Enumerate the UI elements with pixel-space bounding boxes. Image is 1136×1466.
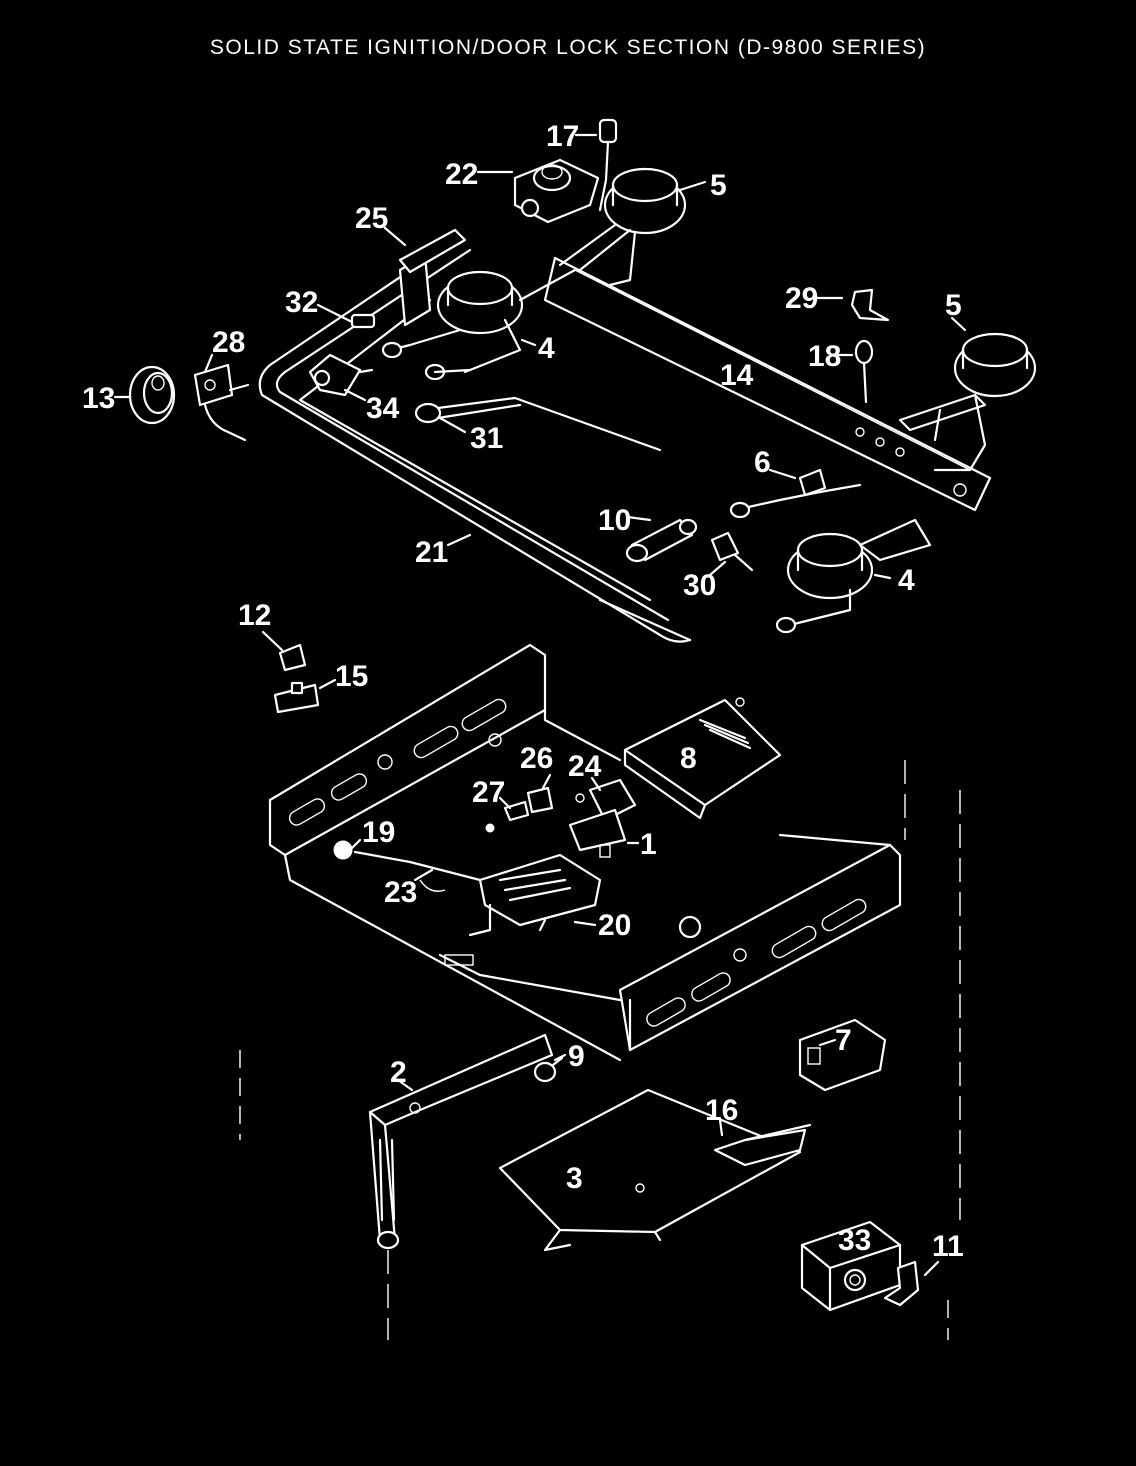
rod-end-9 xyxy=(533,1056,564,1083)
lock-switch-1 xyxy=(568,808,627,858)
callout-1: 1 xyxy=(640,828,657,861)
lock-cable xyxy=(353,850,482,892)
callout-23: 23 xyxy=(384,876,417,909)
spark-module-7 xyxy=(798,1018,887,1092)
surface-burner-middle xyxy=(381,268,577,381)
callout-13: 13 xyxy=(82,382,115,415)
callout-30: 30 xyxy=(683,569,716,602)
callout-labels: 17 22 5 25 32 28 13 4 34 31 14 29 5 18 6… xyxy=(82,120,964,1263)
callout-19: 19 xyxy=(362,816,395,849)
callout-4-lower: 4 xyxy=(898,564,915,597)
elbow-fitting-11 xyxy=(883,1260,920,1307)
plug-19 xyxy=(333,840,353,860)
valve-bracket xyxy=(398,228,467,327)
callout-21: 21 xyxy=(415,536,448,569)
callout-28: 28 xyxy=(212,326,245,359)
callout-27: 27 xyxy=(472,776,505,809)
electrode-clip xyxy=(850,288,890,322)
control-knob xyxy=(128,365,176,425)
callout-26: 26 xyxy=(520,742,553,775)
callout-22: 22 xyxy=(445,158,478,191)
chassis-frame xyxy=(268,643,902,1062)
ignition-switch xyxy=(193,363,250,442)
callout-25: 25 xyxy=(355,202,388,235)
callout-16: 16 xyxy=(705,1094,738,1127)
orifice-holder xyxy=(729,468,862,519)
callout-2: 2 xyxy=(390,1056,407,1089)
spark-electrode-right xyxy=(854,339,874,404)
spark-generator-33 xyxy=(800,1220,902,1312)
lock-switch-24 xyxy=(575,778,637,822)
diagram-title: SOLID STATE IGNITION/DOOR LOCK SECTION (… xyxy=(209,36,927,59)
ignition-module-cover xyxy=(623,697,782,820)
callout-8: 8 xyxy=(680,742,697,775)
callout-18: 18 xyxy=(808,340,841,373)
callout-11: 11 xyxy=(932,1230,964,1263)
door-lock-rod xyxy=(368,1033,554,1250)
callout-14: 14 xyxy=(720,359,754,392)
callout-29: 29 xyxy=(785,282,818,315)
surface-burner-top xyxy=(558,167,687,287)
callout-10: 10 xyxy=(598,504,631,537)
ignitor-parts xyxy=(308,313,376,397)
screw-27 xyxy=(485,800,530,833)
callout-5-top: 5 xyxy=(710,169,727,202)
surface-burner-lower xyxy=(775,518,932,634)
door-lock-assembly xyxy=(468,853,602,937)
callout-17: 17 xyxy=(546,120,579,153)
callout-33: 33 xyxy=(838,1224,871,1257)
motor-fitting xyxy=(678,915,702,939)
callout-31: 31 xyxy=(470,422,503,455)
hinge-bracket xyxy=(273,643,320,714)
callout-12: 12 xyxy=(238,599,271,632)
callout-20: 20 xyxy=(598,909,631,942)
air-shutter xyxy=(625,518,698,563)
callout-6: 6 xyxy=(754,446,771,479)
callout-5-right: 5 xyxy=(945,289,962,322)
latch-26 xyxy=(526,786,554,814)
callout-3: 3 xyxy=(566,1162,583,1195)
callout-7: 7 xyxy=(835,1024,852,1057)
callout-34: 34 xyxy=(366,392,400,425)
orifice-fitting xyxy=(710,531,754,572)
callout-4-middle: 4 xyxy=(538,332,555,365)
burner-valve xyxy=(513,158,600,224)
callout-32: 32 xyxy=(285,286,318,319)
gas-tube xyxy=(414,396,662,452)
callout-9: 9 xyxy=(568,1040,585,1073)
callout-15: 15 xyxy=(335,660,368,693)
leader-lines xyxy=(113,133,967,1277)
spark-electrode-top xyxy=(598,118,618,212)
alignment-lines xyxy=(239,760,961,1340)
manifold-frame xyxy=(258,238,692,643)
burner-rail xyxy=(543,256,992,512)
callout-24: 24 xyxy=(568,750,602,783)
lower-panel-3 xyxy=(498,1088,802,1252)
bracket-16 xyxy=(713,1123,812,1167)
surface-burner-right xyxy=(898,332,1037,472)
